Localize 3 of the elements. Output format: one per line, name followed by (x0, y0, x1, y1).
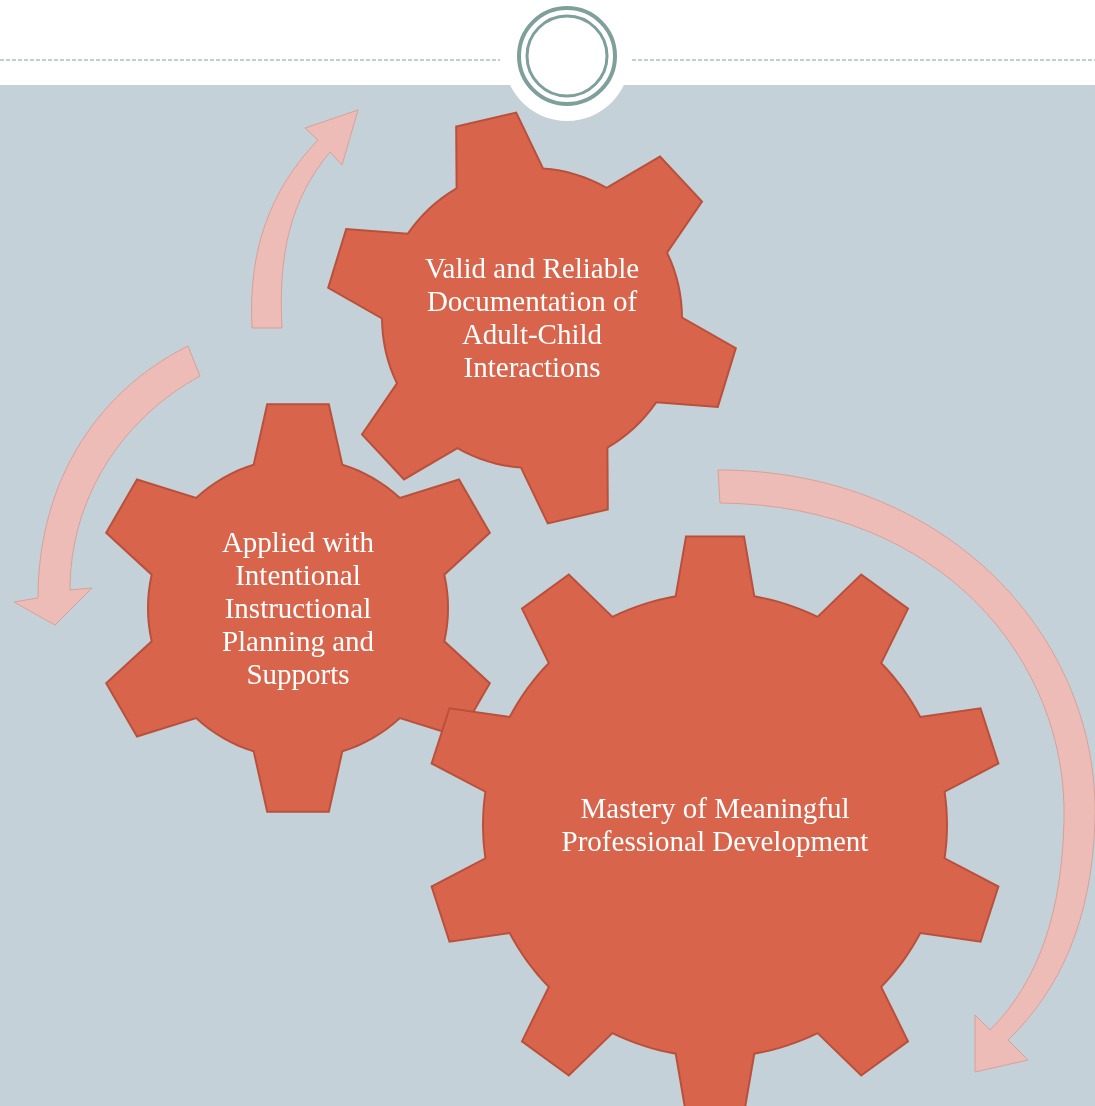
gear-label: Applied with Intentional Instructional Planning and Supports (220, 525, 376, 691)
gear-label: Mastery of Meaningful Professional Development (560, 792, 870, 858)
gear-label: Valid and Reliable Documentation of Adult-Child Interactions (423, 252, 641, 384)
